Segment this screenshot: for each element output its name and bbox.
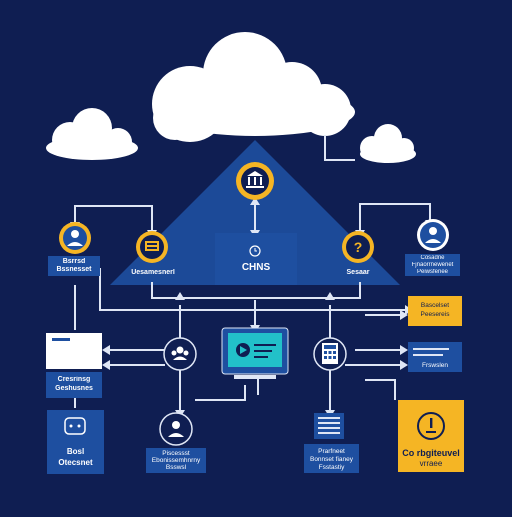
bottom-right-label-3: Fsstastiy [318, 464, 345, 471]
center-label: CHNS [241, 262, 271, 273]
yellow-box-label-2: Peesereis [420, 311, 450, 318]
big-yellow-label-1: Co rbgiteuvel [402, 448, 460, 458]
connector-lines [74, 135, 431, 410]
left-doc-caption [46, 372, 102, 398]
left-cloud [46, 108, 138, 160]
left-bottom-label-2: Otecsnet [58, 458, 93, 467]
bottom-left-panel [146, 448, 206, 473]
document-icon [314, 413, 344, 439]
bottom-right-panel [304, 444, 359, 473]
left-bottom-panel [47, 410, 104, 474]
bottom-left-label-2: Ebonissemhnrny [151, 457, 201, 464]
clock-icon [249, 245, 261, 257]
bottom-right-label-1: Prarfneet [318, 448, 345, 455]
question-icon: ? [342, 231, 374, 263]
user-icon [59, 222, 91, 254]
big-yellow-label-2: vrraee [419, 459, 443, 468]
team-icon [163, 337, 197, 371]
right-mid-label: Sesaar [346, 269, 370, 276]
monitor-icon [221, 327, 289, 379]
right-top-label-1: Cosadne [420, 255, 445, 261]
left-top-panel [48, 256, 100, 276]
svg-text:?: ? [354, 239, 363, 255]
support-user-icon [417, 219, 449, 251]
main-cloud [152, 32, 355, 142]
calculator-icon [313, 337, 347, 371]
center-panel [215, 233, 297, 285]
left-top-label-1: Bsrrsd [62, 258, 86, 265]
left-doc-label-2: Geshusnes [55, 385, 93, 392]
bottom-right-label-2: Bonnset fianey [309, 456, 353, 463]
bank-icon [236, 162, 274, 200]
alert-icon [417, 412, 445, 440]
right-yellow-panel [408, 296, 462, 326]
arrowheads [70, 197, 435, 418]
right-list-panel [408, 342, 462, 372]
left-top-label-2: Bssnesset [56, 266, 92, 273]
chat-icon [136, 231, 168, 263]
right-cloud [360, 124, 416, 163]
bottom-left-label-3: Bsswsl [165, 464, 187, 471]
right-top-label-2: Fjnaorrnewenet [411, 262, 454, 268]
bottom-left-label-1: Piscessst [162, 450, 190, 457]
left-doc-label-1: Cresrinsg [57, 376, 91, 383]
chat-bubble-icon [64, 417, 86, 435]
right-top-panel [405, 254, 460, 276]
left-mid-label: Uesamesnerl [131, 269, 175, 276]
left-bottom-label-1: Bosl [66, 447, 85, 456]
right-list-label: Frswslen [421, 362, 448, 369]
yellow-box-label-1: Bascelset [420, 302, 450, 309]
person-icon [159, 412, 193, 446]
right-top-label-3: Peiwsfenee [416, 269, 449, 275]
